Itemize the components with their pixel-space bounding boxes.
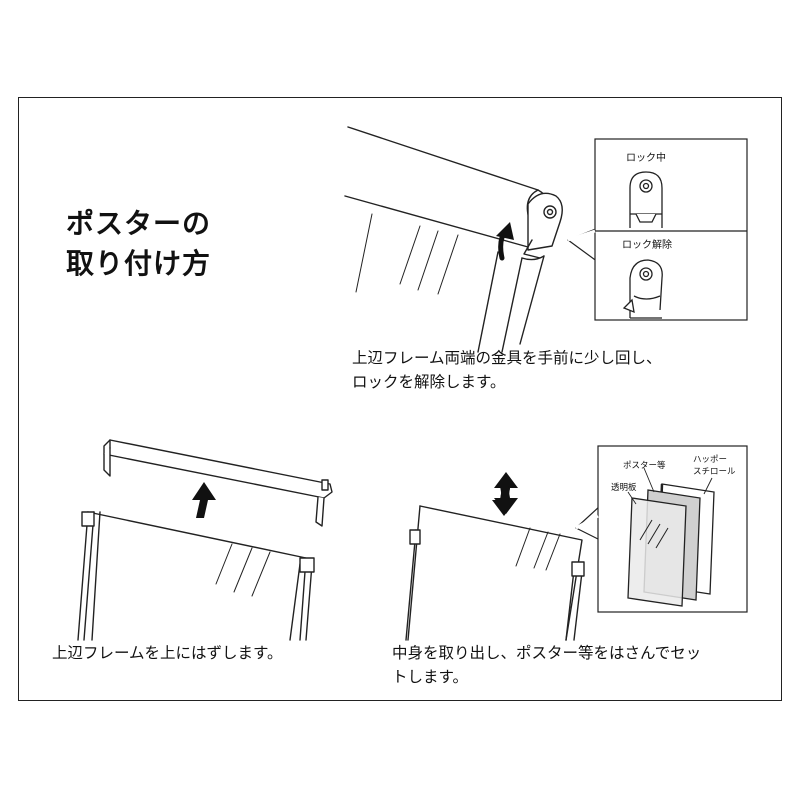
step1-caption: 上辺フレーム両端の金具を手前に少し回し、 ロックを解除します。 xyxy=(352,346,662,394)
step1-caption-line-2: ロックを解除します。 xyxy=(352,373,506,391)
layers-detail-panel: ポスター等 透明板 ハッポー スチロール xyxy=(575,445,748,613)
lock-closed-icon xyxy=(629,171,663,228)
page-title: ポスターの 取り付け方 xyxy=(66,204,211,284)
side-post xyxy=(477,251,499,353)
step3-caption-line-2: トします。 xyxy=(392,668,468,686)
step2-caption-line-1: 上辺フレームを上にはずします。 xyxy=(52,644,283,662)
instruction-frame xyxy=(18,97,782,701)
title-line-2: 取り付け方 xyxy=(66,247,212,280)
poster-contents xyxy=(419,505,583,641)
foam-label-line-1: ハッポー xyxy=(693,455,727,465)
foam-label-line-2: スチロール xyxy=(693,467,736,477)
step3-illustration xyxy=(405,472,601,641)
corner-bracket xyxy=(523,192,563,259)
step1-caption-line-1: 上辺フレーム両端の金具を手前に少し回し、 xyxy=(352,349,662,367)
title-line-1: ポスターの xyxy=(66,207,212,240)
clear-board xyxy=(627,497,687,607)
unlocked-label: ロック解除 xyxy=(622,238,672,251)
detached-top-rail xyxy=(103,439,333,499)
lock-open-icon xyxy=(622,259,663,319)
step2-caption: 上辺フレームを上にはずします。 xyxy=(52,641,283,665)
poster-label: ポスター等 xyxy=(623,460,666,471)
step1-illustration xyxy=(344,126,599,353)
step3-caption: 中身を取り出し、ポスター等をはさんでセッ トします。 xyxy=(392,641,701,689)
locked-label: ロック中 xyxy=(626,151,666,164)
step3-caption-line-1: 中身を取り出し、ポスター等をはさんでセッ xyxy=(392,644,702,662)
up-arrow-icon xyxy=(192,482,216,518)
top-rail xyxy=(344,126,552,248)
poster-frame-lower xyxy=(87,511,307,641)
clear-board-label: 透明板 xyxy=(611,482,637,493)
lock-detail-panel: ロック中 ロック解除 xyxy=(567,138,748,321)
up-down-arrow-icon xyxy=(492,472,518,516)
step2-illustration xyxy=(77,439,333,641)
